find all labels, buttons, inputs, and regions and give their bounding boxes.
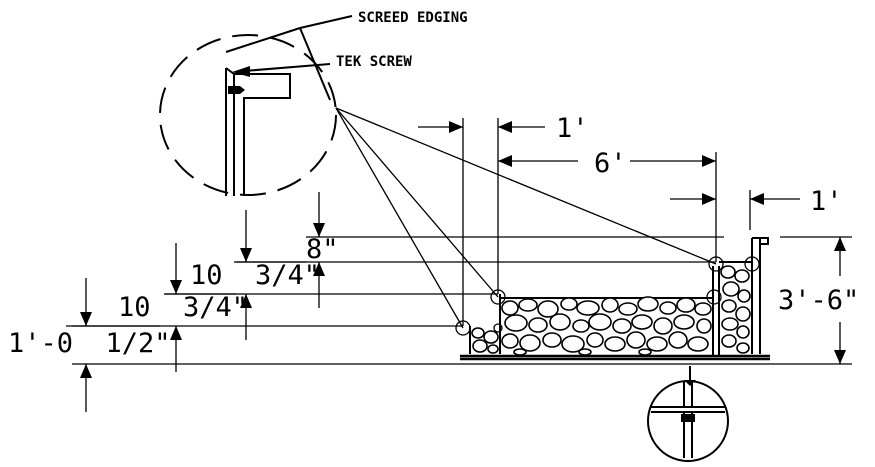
dim-6ft: 6' [594,148,627,179]
gravel-upper-step [720,265,751,354]
gravel-fill [471,265,751,356]
dim-1ft-right: 1' [810,186,843,217]
detail-bubble-base [647,366,729,462]
base-anchor-icon [681,414,695,422]
dim-10-3-4-upper: 10 3/4" [190,260,320,291]
dim-8in: 8" [306,234,339,265]
dim-1ft-half-in: 1'-0 1/2" [8,328,171,359]
dim-1ft-left: 1' [556,113,589,144]
detail-bubble-outline [159,34,337,196]
detail-bubble-tek-screw [159,15,353,196]
extension-lines [462,118,751,326]
screed-edging-label: SCREED EDGING [358,10,468,26]
gravel-main-bed [501,296,712,356]
level-lines [72,236,852,365]
gravel-lower-step [471,327,499,354]
vertical-dimension-arrows [80,192,846,412]
dim-10-3-4-lower: 10 3/4" [118,292,248,323]
tek-screw-label: TEK SCREW [336,54,412,70]
dim-3ft-6in: 3'-6" [778,285,859,316]
tek-screw-icon [228,86,245,94]
horizontal-dimension-arrows [418,121,800,205]
hinge-points [455,256,760,336]
bubble-leader-lines [335,107,717,329]
